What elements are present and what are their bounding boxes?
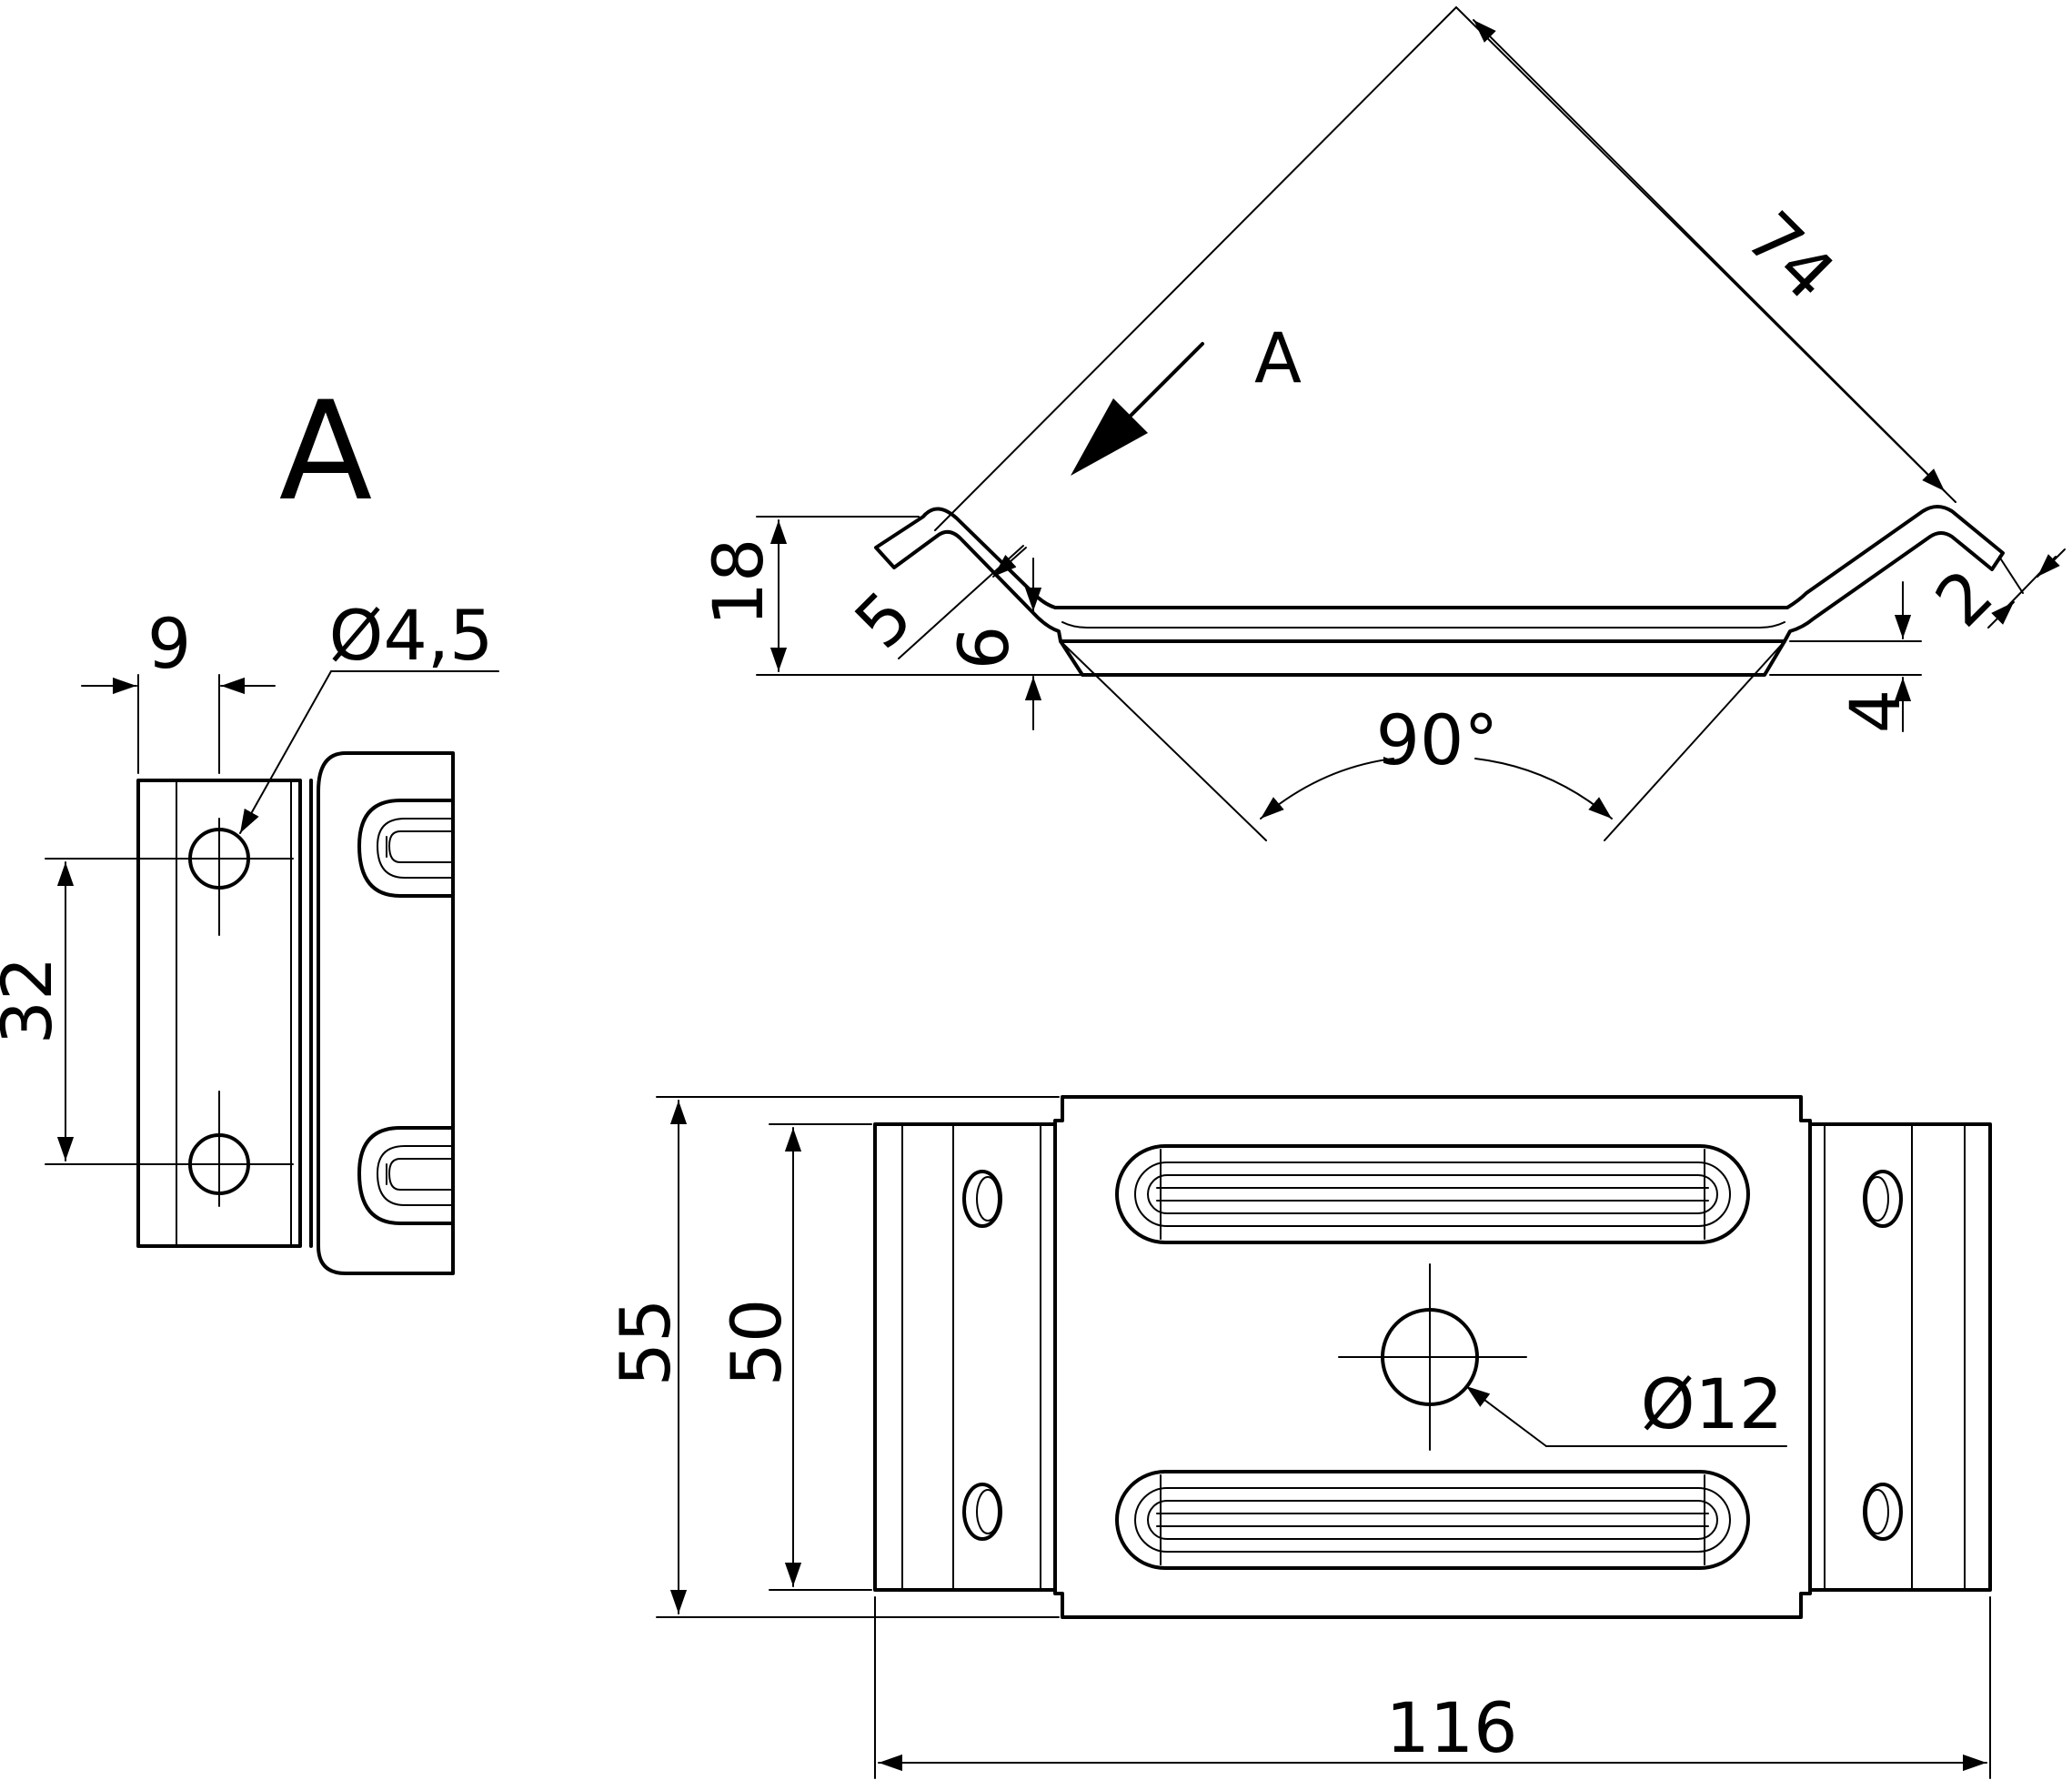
dim-4-label: 4 [1835,689,1916,733]
view-a-slot-top-inner [387,830,454,863]
dim-9-label: 9 [147,603,191,684]
plan-hole-right-top [1863,1170,1903,1228]
plan-view: Ø12 55 50 116 [605,1095,1992,1779]
leader-hole-large [1465,1385,1547,1447]
plan-hole-left-top [962,1170,1002,1228]
dim-hole-small-label: Ø4,5 [329,595,494,676]
view-a: 9 Ø4,5 32 [0,595,499,1275]
ext-line-74-left [934,6,1457,531]
view-a-slot-top-outer [357,799,455,898]
dim-line-74 [1473,19,1946,492]
view-a-slot-bottom-inner [387,1158,454,1191]
plan-right-flange [1808,1122,1992,1592]
view-a-flange [317,751,455,1275]
angle-arc-left [1260,758,1394,820]
dim-32-label: 32 [0,957,67,1045]
plan-left-flange [873,1122,1057,1592]
dim-50-label: 50 [716,1299,797,1387]
bracket-inner-line [1061,621,1785,629]
dim-line-2-arrow-b [1987,601,2015,629]
ext-line-2a [1998,556,2024,594]
dim-line-2-arrow-a [2037,548,2066,578]
view-a-plate [136,779,302,1248]
plan-center-plate [1053,1095,1812,1619]
angle-arc-right [1474,758,1613,820]
plan-slot-top [1115,1144,1750,1244]
dim-55-label: 55 [605,1299,686,1387]
plan-hole-right-top-inner [1866,1176,1889,1222]
plan-hole-left-bottom [962,1483,1002,1541]
plan-hole-right-bottom [1863,1483,1903,1541]
dim-5-label: 5 [840,576,928,664]
view-arrow-head [1071,398,1148,476]
side-view: 74 A 18 5 6 2 4 90° [698,6,2066,841]
plan-hole-right-bottom-inner [1866,1489,1889,1534]
plan-slot-bottom [1115,1470,1750,1570]
dim-line-5-arrow [992,547,1027,578]
view-arrow-label: A [1254,317,1302,398]
leader-hole-small [239,670,332,834]
view-a-slot-bottom-outer [357,1126,455,1225]
dim-116-label: 116 [1385,1687,1517,1768]
view-a-title: A [279,373,373,531]
plan-hole-left-top-inner [976,1176,1000,1222]
dim-6-label: 6 [943,626,1024,669]
view-a-slot-top-mid [376,818,454,879]
angle-90-label: 90° [1376,699,1499,780]
ext-line-angle-right [1604,640,1785,841]
bracket-profile [874,505,2005,677]
dim-hole-large-label: Ø12 [1641,1363,1784,1444]
dim-18-label: 18 [698,538,779,627]
ext-line-angle-left [1060,640,1267,841]
view-a-slot-bottom-mid [376,1145,454,1206]
plan-hole-left-bottom-inner [976,1489,1000,1534]
